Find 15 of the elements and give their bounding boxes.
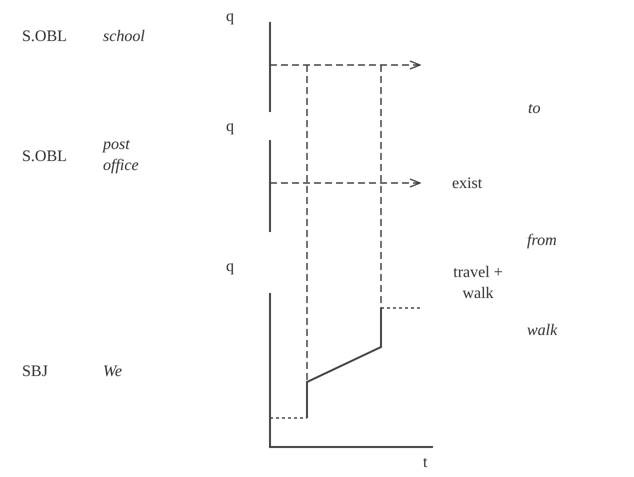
axis-label: q [226, 7, 234, 27]
event-label: travel + walk [452, 263, 504, 304]
role-label: SBJ [22, 362, 48, 382]
event-label: exist [452, 174, 482, 194]
participant-label: post office [103, 135, 140, 176]
participant-label: We [103, 362, 122, 382]
role-label: S.OBL [22, 27, 67, 47]
verb-label: walk [527, 321, 558, 341]
role-label: S.OBL [22, 147, 67, 167]
preposition-label: from [527, 231, 557, 251]
axis-label: q [226, 257, 234, 277]
axis-label: q [226, 117, 234, 137]
participant-label: school [103, 27, 145, 47]
axis-label: t [423, 453, 428, 473]
preposition-label: to [528, 99, 540, 119]
